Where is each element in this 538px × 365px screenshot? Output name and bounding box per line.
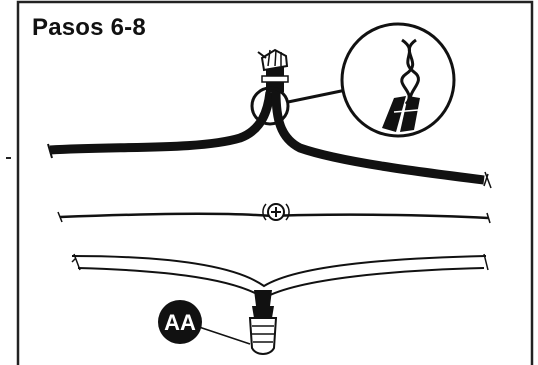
callout-aa-label: AA [164, 310, 196, 335]
twisted-wires-illustration [47, 48, 492, 189]
callout-aa: AA [158, 300, 202, 344]
screw-head-icon [262, 203, 290, 221]
wire-twist-detail [340, 22, 456, 138]
wire-nut-connector [195, 290, 278, 355]
thin-wire-illustration [57, 203, 491, 224]
zoom-detail-circle [250, 86, 290, 126]
flat-cable-illustration [71, 253, 489, 300]
step-title: Pasos 6-8 [32, 14, 146, 41]
panel-border [16, 0, 534, 365]
